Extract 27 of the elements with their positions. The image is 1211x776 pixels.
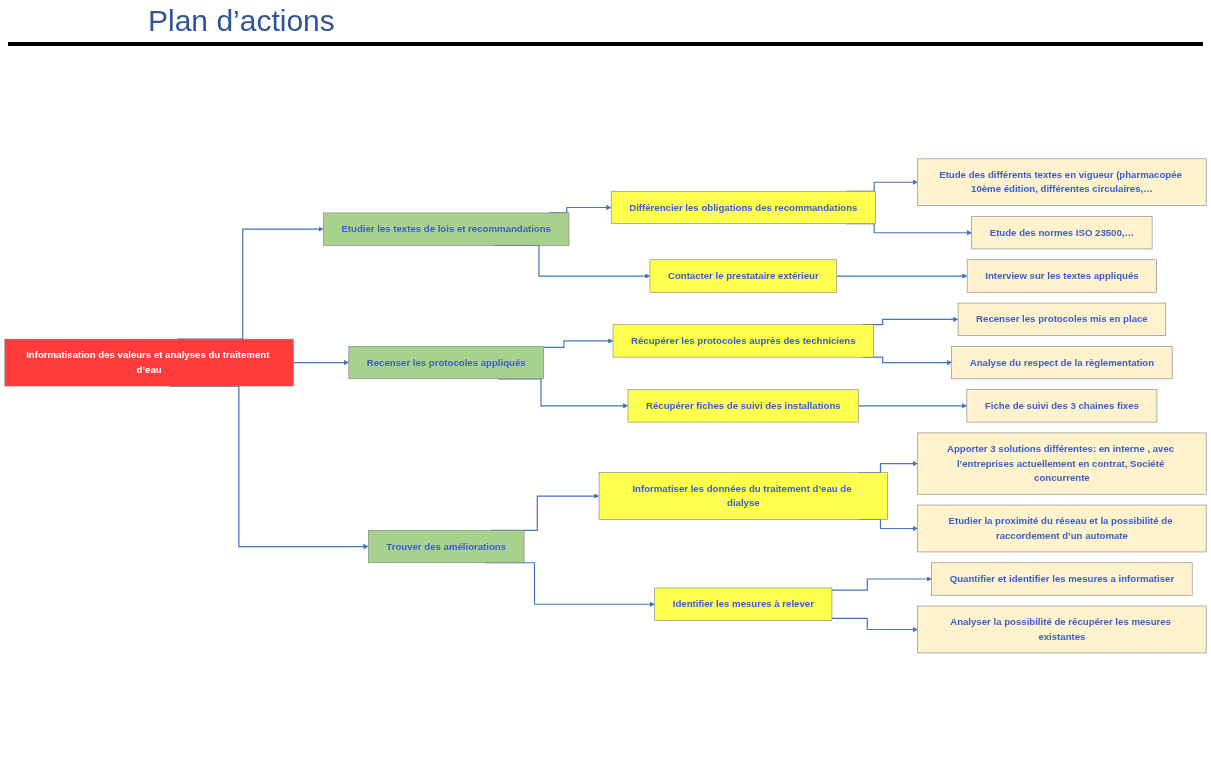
node-box: Recenser les protocoles appliqués (348, 346, 544, 380)
node-box: Etudier les textes de lois et recommandations (323, 212, 570, 246)
node-box: Interview sur les textes appliqués (966, 259, 1157, 293)
node-box: Identifier les mesures à relever (654, 587, 833, 621)
node-box: Récupérer les protocoles auprès des techniciens (612, 324, 874, 358)
title: Plan d’actions (8, 0, 1203, 46)
arrow (831, 576, 932, 591)
arrow (831, 617, 918, 633)
arrow (858, 403, 968, 409)
arrow (836, 273, 968, 279)
node-box: Etude des normes ISO 23500,… (971, 216, 1153, 250)
node-box: Analyser la possibilité de récupérer les mesures existantes (917, 605, 1207, 654)
node-box: Trouver des améliorations (368, 530, 525, 564)
node-box: Différencier les obligations des recommandations (610, 191, 876, 225)
node-box: Contacter le prestataire extérieur (649, 259, 838, 293)
arrow (292, 360, 350, 366)
node-box: Recenser les protocoles mis en place (957, 302, 1167, 336)
node-box: Informatiser les données du traitement d’eau de dialyse (598, 472, 888, 520)
node-box: Quantifier et identifier les mesures a informatiser (931, 562, 1193, 596)
node-box: Fiche de suivi des 3 chaines fixes (966, 389, 1158, 423)
node-box: Analyse du respect de la règlementation (951, 346, 1173, 380)
arrow (543, 338, 614, 349)
node-box: Apporter 3 solutions différentes: en interne , avec l’entreprises actuellement en contrat, Société concurrente (917, 432, 1207, 495)
node-box: Etude des différents textes en vigueur (pharmacopée 10ème édition, différentes circulaires,… (917, 158, 1207, 207)
node-box: Récupérer fiches de suivi des installations (627, 389, 859, 423)
node-box: Etudier la proximité du réseau et la possibilité de raccordement d’un automate (917, 504, 1207, 553)
node-box: Informatisation des valeurs et analyses du traitement d’eau (4, 338, 294, 387)
